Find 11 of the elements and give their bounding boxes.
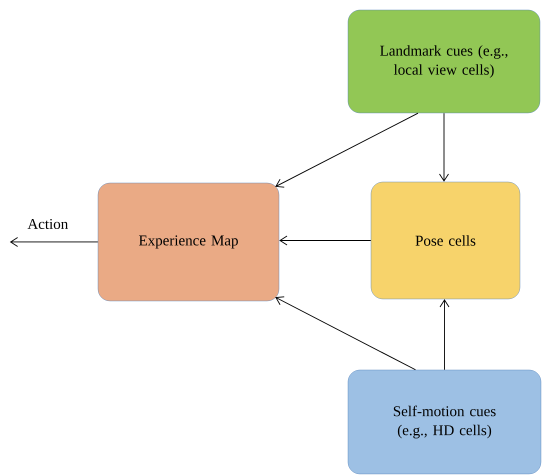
map-box: Experience Map	[98, 182, 280, 302]
cell-box: Pose cells	[370, 182, 520, 300]
arrow	[275, 296, 416, 370]
arrow	[279, 236, 372, 246]
arrow	[10, 237, 98, 247]
arrow	[440, 299, 450, 370]
arrow	[439, 112, 449, 182]
arrow	[275, 112, 418, 188]
cue-box: Landmark cues (e.g., local view cells)	[348, 10, 540, 114]
cue-box: Self-motion cues (e.g., HD cells)	[348, 370, 542, 474]
edge-label: Action	[26, 218, 70, 230]
